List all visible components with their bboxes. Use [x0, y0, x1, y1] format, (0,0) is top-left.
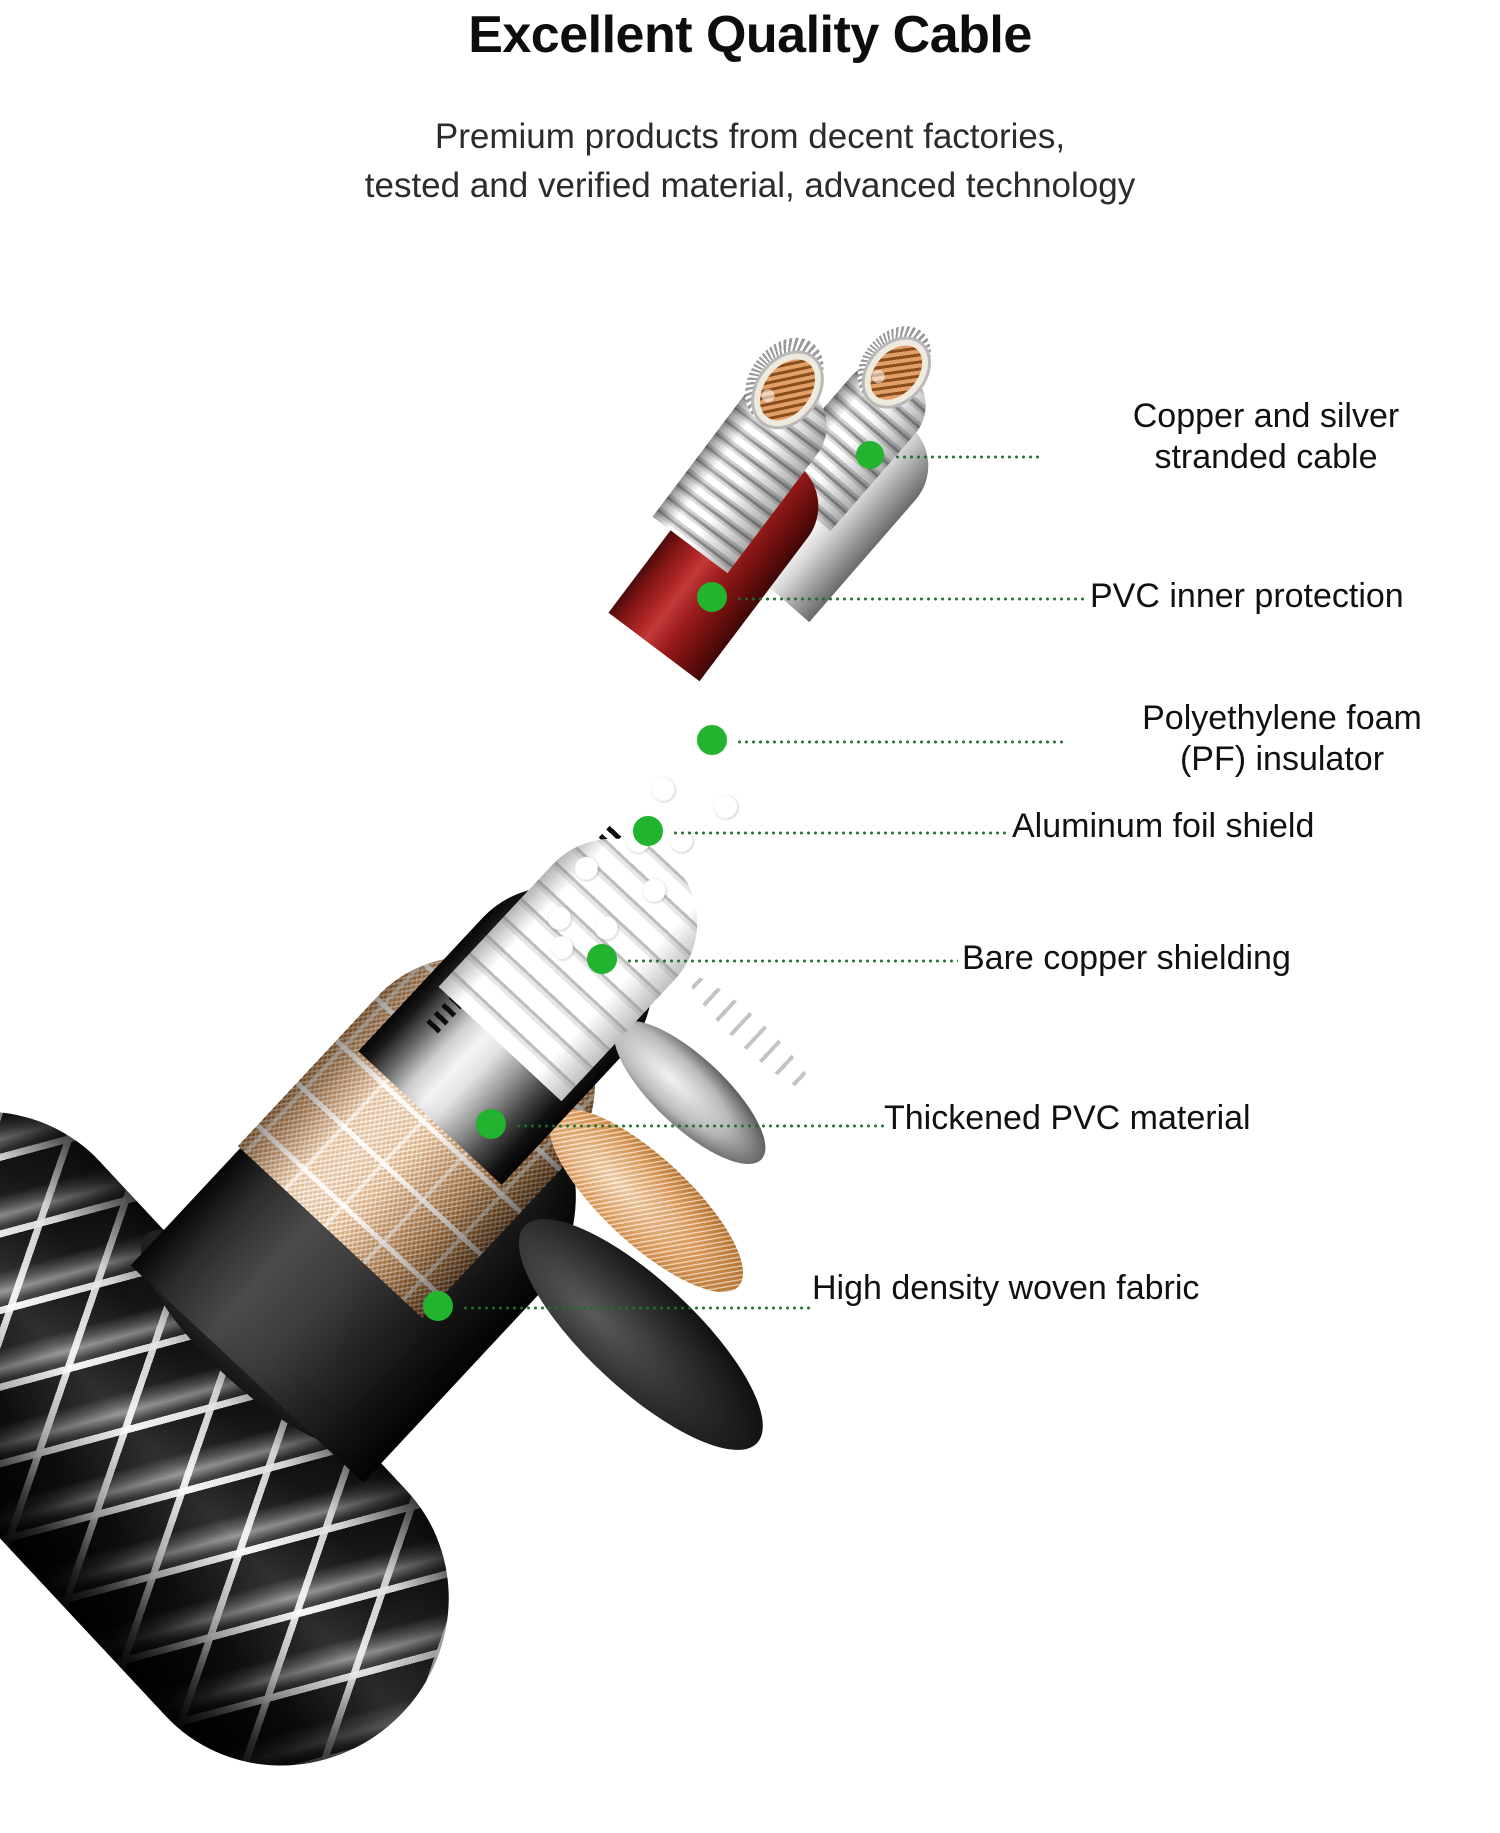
leader-line-high-density-woven-fabric — [462, 1306, 810, 1310]
callout-label-bare-copper-shielding: Bare copper shielding — [962, 939, 1291, 977]
header: Excellent Quality Cable Premium products… — [0, 0, 1500, 211]
callout-dot-copper-silver-stranded-cable[interactable] — [856, 441, 884, 469]
leader-line-bare-copper-shielding — [626, 959, 958, 963]
subtitle-line-1: Premium products from decent factories, — [434, 116, 1066, 156]
page-subtitle: Premium products from decent factories, … — [0, 112, 1500, 211]
callout-dot-thickened-pvc-material[interactable] — [476, 1109, 506, 1139]
leader-line-aluminum-foil-shield — [672, 831, 1008, 835]
leader-line-thickened-pvc-material — [515, 1124, 885, 1128]
callout-label-copper-silver-stranded-cable: Copper and silver stranded cable — [1132, 397, 1400, 477]
callout-label-high-density-woven-fabric: High density woven fabric — [812, 1269, 1200, 1307]
leader-line-pvc-inner-protection — [736, 597, 1084, 601]
callout-dot-pvc-inner-protection[interactable] — [697, 582, 727, 612]
cable-cutaway-diagram: Copper and silver stranded cable PVC inn… — [0, 0, 1500, 1467]
leader-line-copper-silver-stranded-cable — [894, 455, 1042, 459]
callout-label-pvc-inner-protection: PVC inner protection — [1090, 577, 1404, 615]
page-title: Excellent Quality Cable — [468, 6, 1032, 64]
callout-label-thickened-pvc-material: Thickened PVC material — [884, 1099, 1251, 1137]
callout-label-polyethylene-foam-insulator: Polyethylene foam (PF) insulator — [1142, 699, 1422, 779]
subtitle-line-2: tested and verified material, advanced t… — [364, 166, 1136, 206]
callout-dot-aluminum-foil-shield[interactable] — [633, 816, 663, 846]
callout-dot-bare-copper-shielding[interactable] — [587, 944, 617, 974]
callout-label-aluminum-foil-shield: Aluminum foil shield — [1012, 807, 1315, 845]
leader-line-polyethylene-foam-insulator — [736, 740, 1066, 744]
callout-dot-polyethylene-foam-insulator[interactable] — [697, 725, 727, 755]
callout-dot-high-density-woven-fabric[interactable] — [423, 1291, 453, 1321]
